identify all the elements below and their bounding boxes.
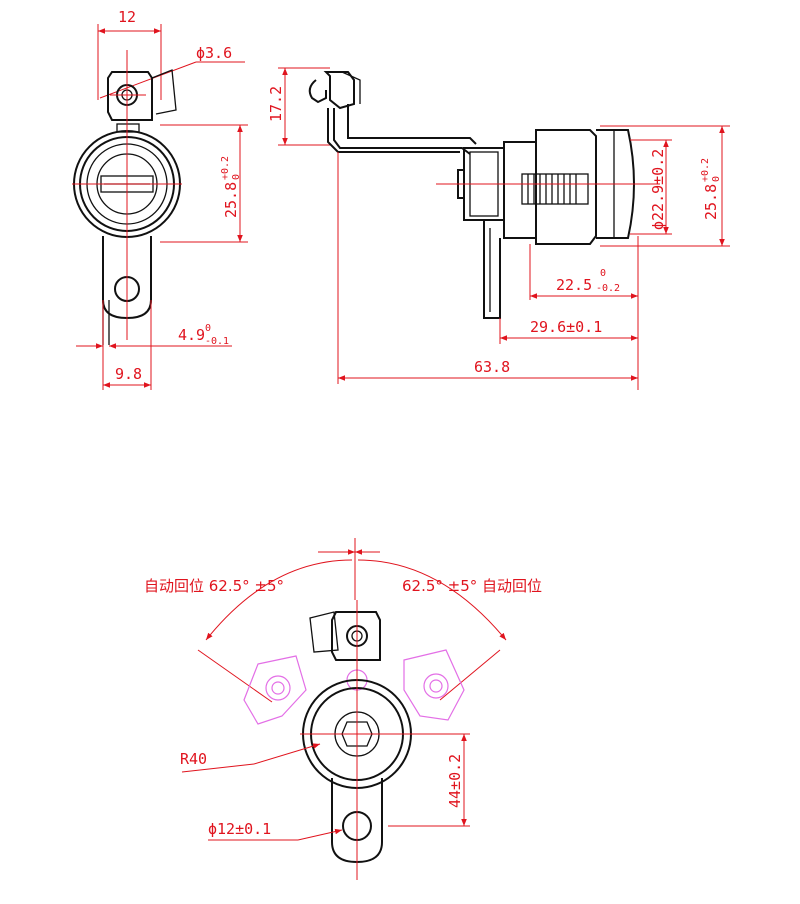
dim-width-top: 12	[118, 8, 136, 26]
tol-flange-lower: 0	[711, 176, 722, 182]
side-view: 17.2	[267, 67, 730, 390]
tol-plate-lower: -0.1	[205, 336, 229, 347]
dim-radius: R40	[180, 750, 207, 768]
dim-plate-width: 9.8	[115, 365, 142, 383]
dim-barrel-dia: ϕ22.9±0.2	[649, 149, 667, 230]
dim-flange-height: 25.8	[702, 184, 720, 220]
tol-body-lower: 0	[231, 174, 242, 180]
thread-marks	[527, 174, 577, 204]
rotated-ghost-left	[243, 655, 307, 725]
note-rotation-left: 自动回位 62.5° ±5°	[144, 577, 284, 595]
dim-vertical: 44±0.2	[446, 754, 464, 808]
tol-body-upper: +0.2	[220, 156, 231, 180]
dim-plate-thickness: 4.9	[178, 326, 205, 344]
dim-overall-length: 63.8	[474, 358, 510, 376]
tol-plate-upper: 0	[205, 323, 211, 334]
tol-flange-upper: +0.2	[700, 158, 711, 182]
tol-barrel-upper: 0	[600, 268, 606, 279]
dim-barrel-length: 22.5	[556, 276, 592, 294]
bottom-view: 自动回位 62.5° ±5° 62.5° ±5° 自动回位 R40	[144, 538, 542, 880]
dim-body-height: 25.8	[222, 182, 240, 218]
note-rotation-right: 62.5° ±5° 自动回位	[402, 577, 542, 595]
tol-barrel-lower: -0.2	[596, 283, 620, 294]
front-view: 12 ϕ3.6 25.8 +0.2 0	[72, 8, 248, 390]
dim-body-length: 29.6±0.1	[530, 318, 602, 336]
dim-hole-dia-bottom: ϕ12±0.1	[208, 820, 271, 838]
dim-hole-dia: ϕ3.6	[196, 44, 232, 62]
dim-hook-height: 17.2	[267, 86, 285, 122]
rotated-ghost-right	[403, 649, 465, 721]
